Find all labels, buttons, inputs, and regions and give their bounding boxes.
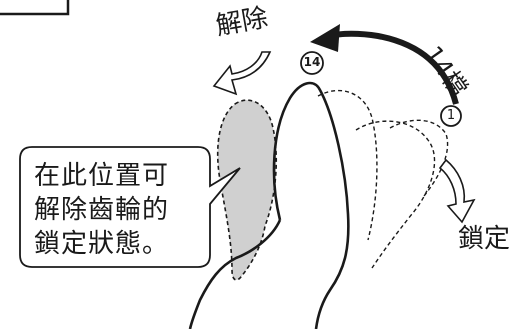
- release-arrow-icon: [212, 51, 272, 96]
- hand-outline: [188, 219, 282, 329]
- gear-travel-arrowhead: [310, 24, 340, 52]
- thumb-position-middle: [317, 89, 378, 241]
- callout-line-2: 解除齒輪的: [34, 195, 170, 225]
- thumb-position-outer: [389, 119, 449, 197]
- gear-start-number: 1: [446, 108, 456, 123]
- gear-start-marker: [440, 105, 462, 127]
- gear-end-number: 14: [303, 55, 321, 69]
- lock-label: 鎖定: [458, 224, 511, 254]
- thumb-outline: [272, 81, 350, 329]
- corner-frame: [0, 0, 70, 16]
- gear-end-marker: [300, 51, 324, 75]
- lock-arrow-icon: [438, 158, 476, 224]
- callout-line-1: 在此位置可: [34, 161, 170, 191]
- callout-text: 在此位置可 解除齒輪的 鎖定狀態。: [20, 147, 210, 267]
- callout-bubble: [19, 146, 241, 268]
- thumb-position-locked: [355, 120, 436, 269]
- callout-line-3: 鎖定狀態。: [34, 229, 170, 259]
- gear-travel-arc: [330, 30, 459, 105]
